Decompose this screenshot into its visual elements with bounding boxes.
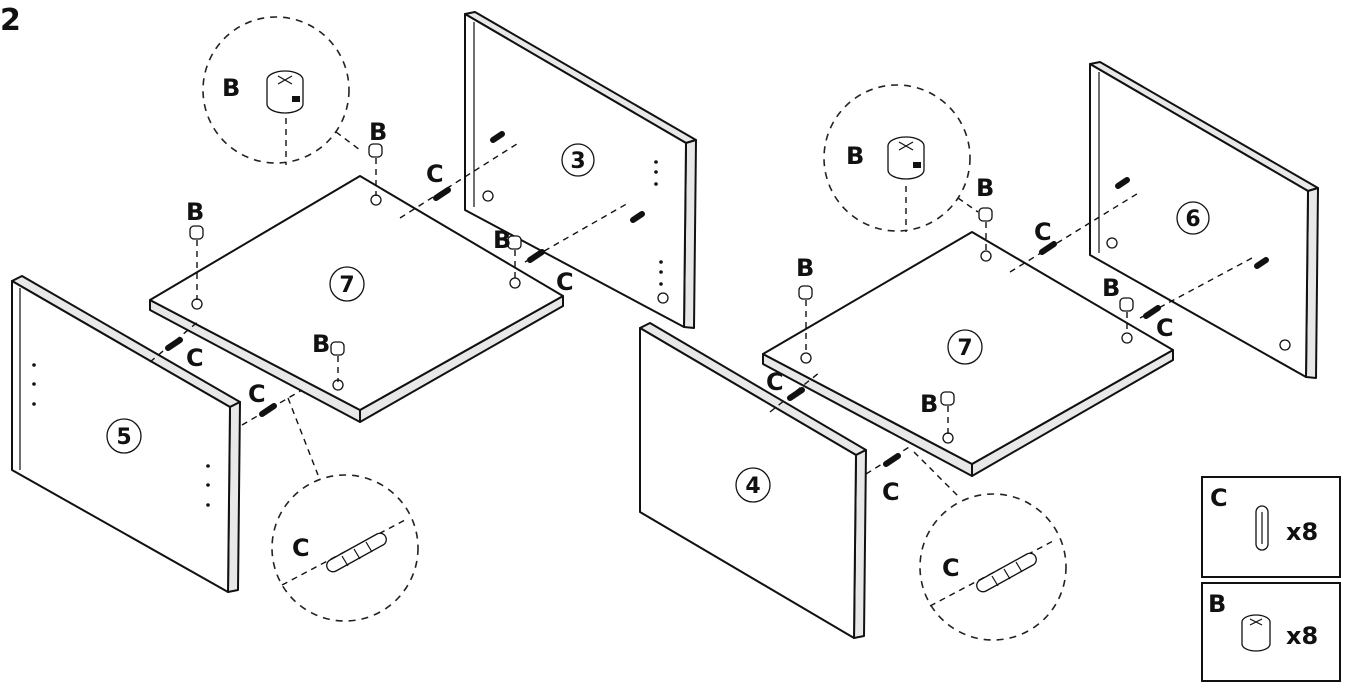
legend-b-label: B — [1208, 590, 1226, 618]
label-b-detail-left: B — [222, 74, 240, 102]
part-6-badge — [1176, 201, 1210, 235]
panel-6: 6 — [1089, 61, 1319, 379]
label-c-5: C — [1034, 218, 1052, 246]
part-7-left-badge — [329, 266, 365, 302]
label-b-6: B — [796, 254, 814, 282]
legend-cam: B x8 — [1201, 582, 1341, 682]
panel-3: 3 — [464, 11, 697, 329]
label-c-2: C — [556, 268, 574, 296]
part-7-right-badge — [947, 329, 983, 365]
label-b-2: B — [186, 198, 204, 226]
labels-left: B B B B B C C C C C — [186, 74, 574, 562]
label-b-5: B — [976, 174, 994, 202]
label-c-detail-left: C — [292, 534, 310, 562]
label-c-6: C — [1156, 314, 1174, 342]
part-4-label: 4 — [745, 474, 760, 499]
part-4-badge — [735, 467, 771, 503]
detail-dowel-left — [271, 397, 419, 622]
label-b-1: B — [369, 118, 387, 146]
label-b-8: B — [920, 390, 938, 418]
part-7-left-label: 7 — [339, 273, 354, 298]
part-6-label: 6 — [1185, 207, 1200, 232]
detail-dowel-right — [913, 451, 1067, 641]
part-5-label: 5 — [116, 425, 131, 450]
legend-dowel: C x8 — [1201, 476, 1341, 578]
legend-b-qty: x8 — [1286, 622, 1318, 650]
cam-fittings-left — [189, 143, 522, 382]
legend-c-qty: x8 — [1286, 518, 1318, 546]
panel-7-left: 7 — [149, 175, 564, 423]
label-c-8: C — [882, 478, 900, 506]
part-3-badge — [561, 143, 595, 177]
panel-4: 4 — [639, 322, 867, 639]
dowels-left — [149, 141, 631, 426]
detail-cam-left — [202, 16, 361, 165]
step-number: 2 — [0, 3, 21, 38]
cam-fittings-right — [798, 207, 1134, 434]
label-c-detail-right: C — [942, 554, 960, 582]
legend-c-label: C — [1210, 484, 1228, 512]
labels-right: B B B B B C C C C C — [766, 142, 1174, 582]
part-3-label: 3 — [570, 149, 585, 174]
label-b-7: B — [1102, 274, 1120, 302]
detail-cam-right — [823, 84, 979, 232]
label-c-1: C — [426, 160, 444, 188]
label-c-3: C — [186, 344, 204, 372]
dowels-right — [769, 191, 1253, 475]
part-5-badge — [106, 418, 142, 454]
label-b-4: B — [312, 330, 330, 358]
panel-7-right: 7 — [762, 231, 1174, 477]
label-b-3: B — [493, 226, 511, 254]
label-c-7: C — [766, 368, 784, 396]
panel-5: 5 — [11, 275, 241, 593]
label-c-4: C — [248, 380, 266, 408]
part-7-right-label: 7 — [957, 336, 972, 361]
label-b-detail-right: B — [846, 142, 864, 170]
